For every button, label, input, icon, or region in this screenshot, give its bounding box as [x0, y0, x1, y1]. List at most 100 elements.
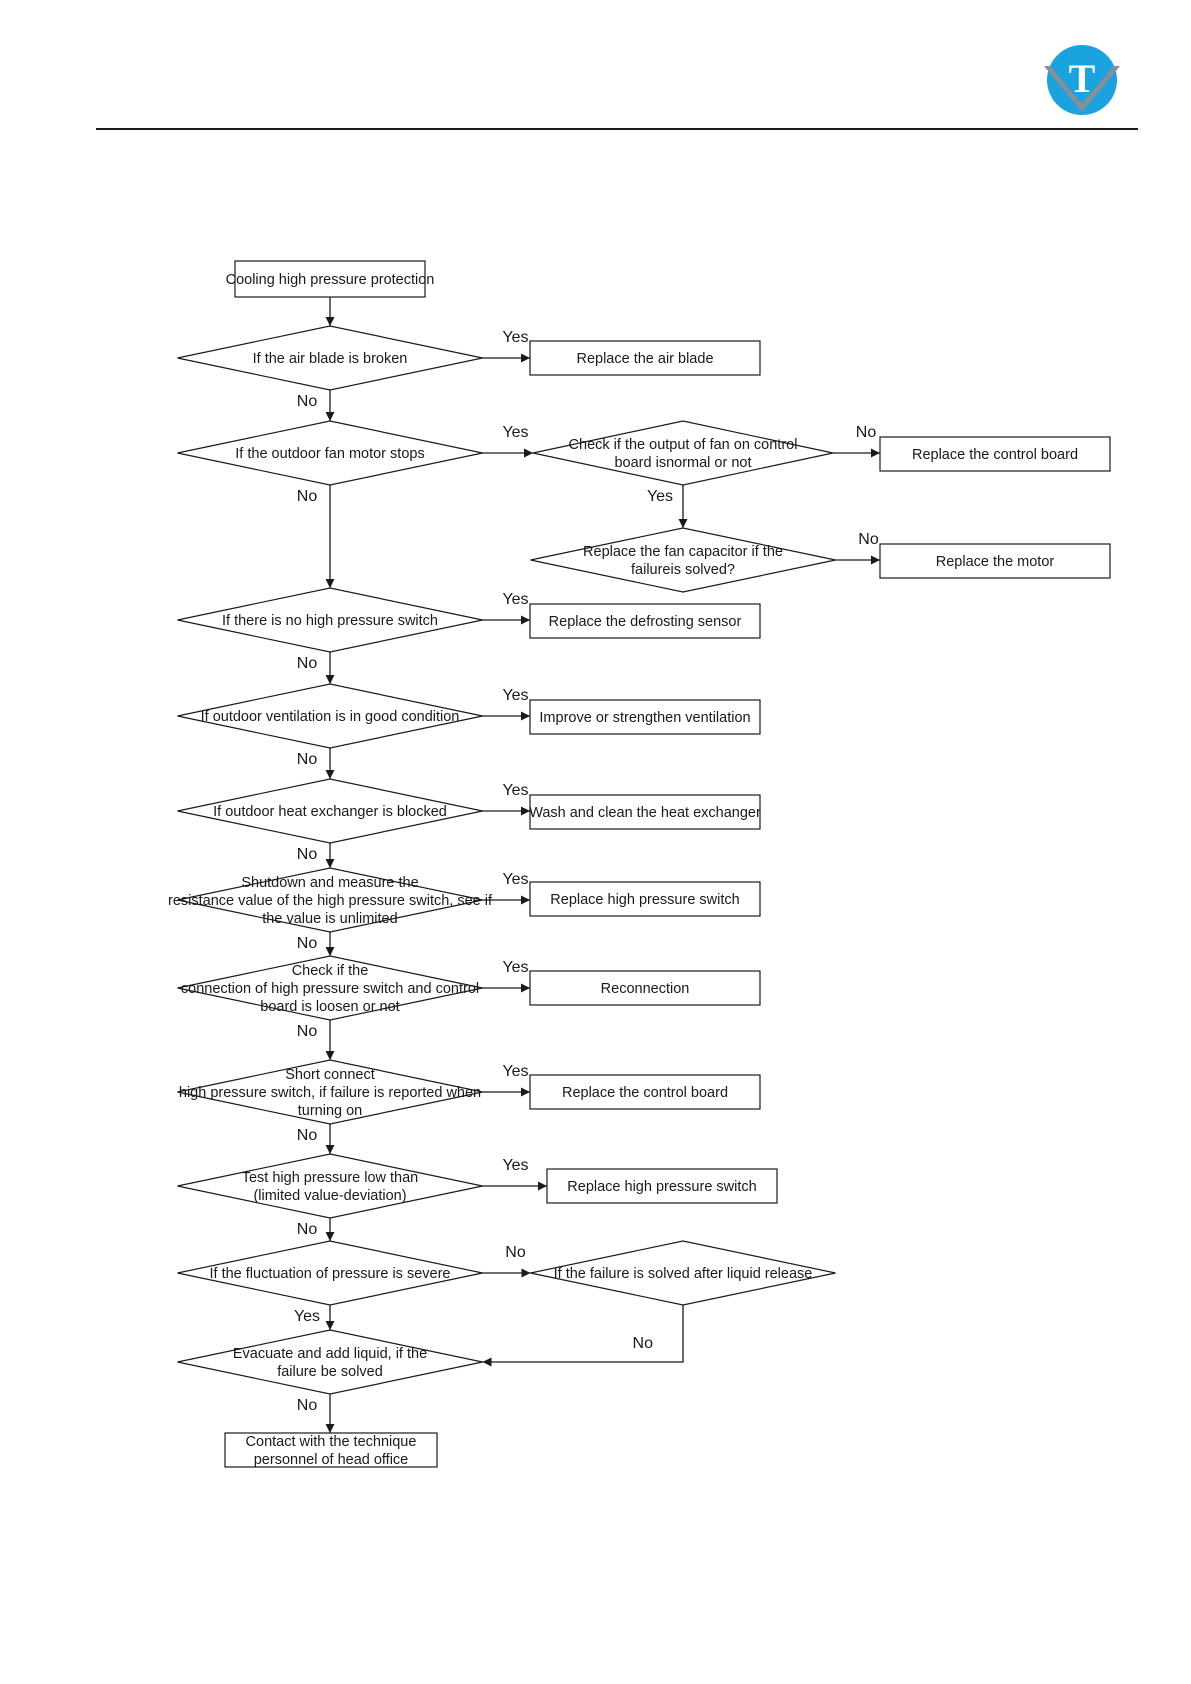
header-rule — [96, 128, 1138, 130]
edge-label: No — [297, 488, 318, 505]
edge-label: No — [856, 424, 877, 441]
flow-edge-d2-d2a: Yes — [482, 424, 533, 458]
connector-arrow — [482, 1305, 684, 1367]
flow-edge-d7-p7: Yes — [482, 959, 530, 993]
edge-label: No — [505, 1244, 526, 1261]
node-text: If the failure is solved after liquid re… — [554, 1266, 813, 1282]
flow-node-d9: Test high pressure low than(limited valu… — [177, 1153, 483, 1219]
flow-edge-d6-p6: Yes — [482, 871, 530, 905]
flow-edge-d2-d3: No — [297, 485, 335, 588]
flow-node-end: Contact with the technique personnel of h… — [224, 1432, 438, 1468]
logo-letter: T — [1069, 56, 1096, 101]
process-box — [529, 881, 761, 917]
decision-diamond — [177, 587, 483, 653]
node-text: Check if the — [292, 963, 369, 979]
process-box — [529, 794, 761, 830]
node-text: the value is unlimited — [262, 911, 397, 927]
process-box — [529, 603, 761, 639]
node-text: Shutdown and measure the — [241, 875, 418, 891]
node-text: Replace the control board — [912, 447, 1078, 463]
flow-node-p5: Wash and clean the heat exchanger — [529, 794, 761, 830]
flow-node-start: Cooling high pressure protection — [226, 260, 435, 298]
flow-node-d11: Evacuate and add liquid, if the failure b… — [177, 1329, 483, 1395]
node-text: If outdoor heat exchanger is blocked — [213, 804, 447, 820]
node-text: resistance value of the high pressure sw… — [168, 893, 493, 909]
flow-node-p4: Improve or strengthen ventilation — [529, 699, 761, 735]
flow-node-p9: Replace high pressure switch — [546, 1168, 778, 1204]
flow-node-d2: If the outdoor fan motor stops — [177, 420, 483, 486]
flow-edge-d1-p1: Yes — [482, 329, 530, 363]
process-box — [879, 543, 1111, 579]
edge-label: No — [297, 935, 318, 952]
edge-label: No — [297, 1397, 318, 1414]
node-text: failureis solved? — [631, 562, 735, 578]
node-text: If the fluctuation of pressure is severe — [210, 1266, 451, 1282]
edge-label: No — [297, 846, 318, 863]
node-text: If there is no high pressure switch — [222, 613, 438, 629]
node-text: turning on — [298, 1103, 363, 1119]
flow-edge-d10a-d11: No — [482, 1305, 684, 1367]
flow-node-d2a: Check if the output of fan on control boa… — [532, 420, 834, 486]
edge-label: Yes — [502, 591, 528, 608]
logo-chevron — [1044, 66, 1120, 112]
logo-emblem: T — [1044, 45, 1120, 115]
edge-label: Yes — [502, 782, 528, 799]
decision-diamond — [177, 683, 483, 749]
node-text: Replace the fan capacitor if the — [583, 544, 783, 560]
flow-edge-d2a-d2b: Yes — [647, 485, 688, 528]
edge-label: No — [297, 393, 318, 410]
flow-node-p3: Replace the defrosting sensor — [529, 603, 761, 639]
node-text: Contact with the technique — [246, 1434, 417, 1450]
flow-node-d4: If outdoor ventilation is in good condit… — [177, 683, 483, 749]
flow-node-p2a: Replace the control board — [879, 436, 1111, 472]
edge-label: No — [858, 531, 879, 548]
node-text: Improve or strengthen ventilation — [539, 710, 750, 726]
node-text: Replace high pressure switch — [550, 892, 739, 908]
decision-diamond — [177, 1329, 483, 1395]
flow-edge-d8-p8: Yes — [482, 1063, 530, 1097]
node-text: board isnormal or not — [614, 455, 751, 471]
flow-node-d1: If the air blade is broken — [177, 325, 483, 391]
edge-label: No — [297, 1023, 318, 1040]
edge-label: Yes — [502, 687, 528, 704]
flow-node-p2b: Replace the motor — [879, 543, 1111, 579]
node-text: Replace the control board — [562, 1085, 728, 1101]
flow-node-p7: Reconnection — [529, 970, 761, 1006]
decision-diamond — [530, 527, 836, 593]
node-text: If outdoor ventilation is in good condit… — [201, 709, 460, 725]
decision-diamond — [177, 1240, 483, 1306]
node-text: If the outdoor fan motor stops — [235, 446, 424, 462]
node-text: Check if the output of fan on control — [569, 437, 798, 453]
flow-edge-d9-d10: No — [297, 1218, 335, 1241]
flow-edge-d4-p4: Yes — [482, 687, 530, 721]
flow-node-d3: If there is no high pressure switch — [177, 587, 483, 653]
flow-node-d2b: Replace the fan capacitor if the failurei… — [530, 527, 836, 593]
edge-label: Yes — [294, 1308, 320, 1325]
edge-label: Yes — [647, 488, 673, 505]
node-text: personnel of head office — [254, 1452, 409, 1468]
edge-label: No — [297, 751, 318, 768]
node-text: Cooling high pressure protection — [226, 272, 435, 288]
flow-node-d5: If outdoor heat exchanger is blocked — [177, 778, 483, 844]
decision-diamond — [530, 1240, 836, 1306]
node-text: failure be solved — [277, 1364, 383, 1380]
edge-label: No — [297, 1127, 318, 1144]
flow-node-p1: Replace the air blade — [529, 340, 761, 376]
flow-node-d7: Check if the connection of high pressure … — [177, 955, 483, 1021]
decision-diamond — [532, 420, 834, 486]
node-text: Evacuate and add liquid, if the — [233, 1346, 427, 1362]
decision-diamond — [177, 867, 483, 933]
node-text: board is loosen or not — [260, 999, 399, 1015]
node-text: Reconnection — [601, 981, 690, 997]
flow-node-d10a: If the failure is solved after liquid re… — [530, 1240, 836, 1306]
flow-edge-d7-d8: No — [297, 1020, 335, 1060]
flow-edge-d5-d6: No — [297, 843, 335, 868]
node-text: Short connect — [285, 1067, 374, 1083]
process-box — [546, 1168, 778, 1204]
process-box — [529, 699, 761, 735]
node-text: connection of high pressure switch and c… — [181, 981, 479, 997]
company-logo: T — [1040, 42, 1124, 118]
